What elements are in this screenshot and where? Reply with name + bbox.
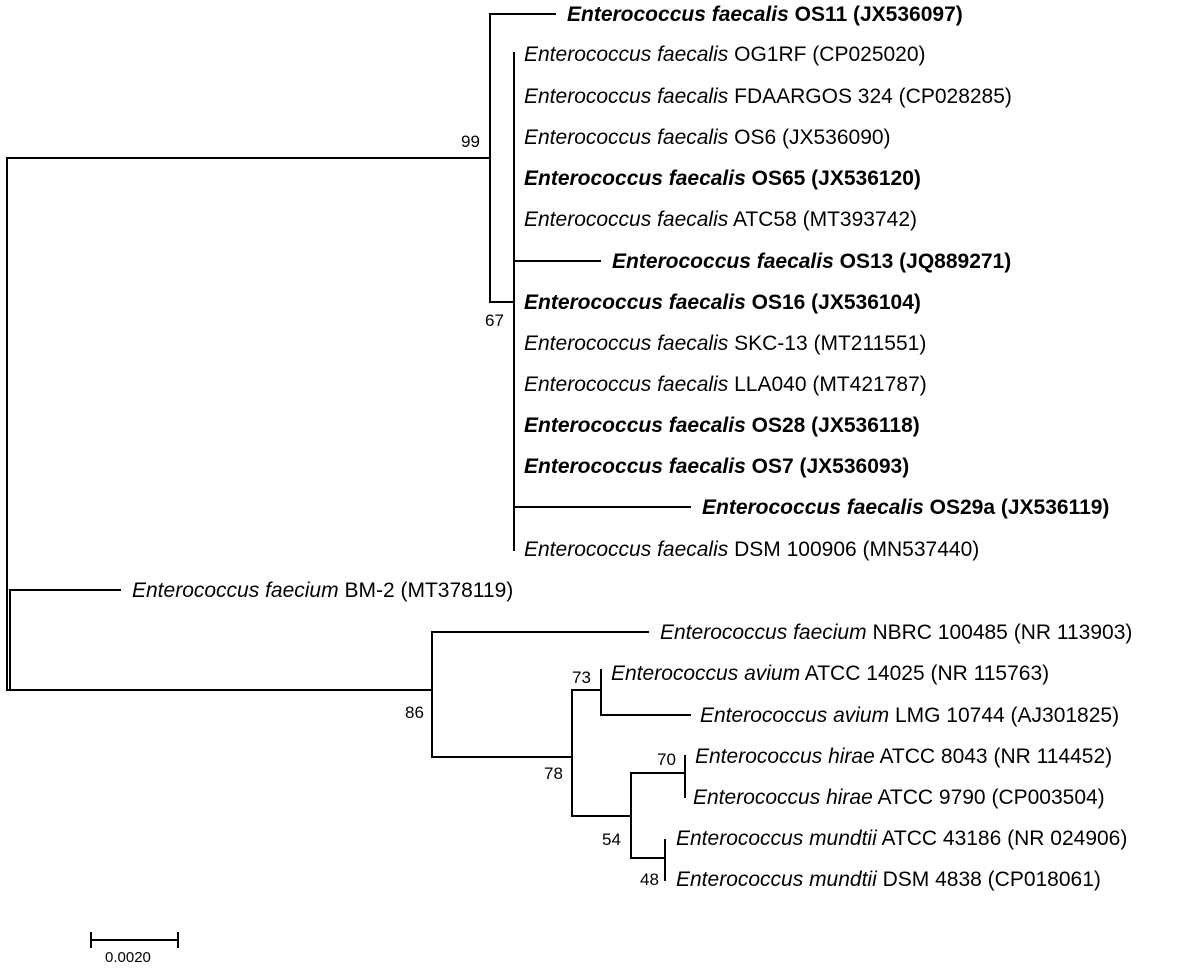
- bootstrap-value: 78: [544, 764, 563, 783]
- leaf-label: Enterococcus faecalis OS6 (JX536090): [524, 126, 891, 149]
- leaf-label: Enterococcus hirae ATCC 9790 (CP003504): [693, 786, 1105, 809]
- leaf-label: Enterococcus avium LMG 10744 (AJ301825): [700, 704, 1119, 727]
- bootstrap-value: 48: [640, 870, 659, 889]
- leaf-labels: Enterococcus faecalis OS11 (JX536097) En…: [132, 3, 1132, 891]
- leaf-label: Enterococcus faecalis OS16 (JX536104): [524, 291, 921, 314]
- bootstrap-value: 70: [657, 750, 676, 769]
- leaf-label: Enterococcus faecalis OS7 (JX536093): [524, 455, 909, 478]
- bootstrap-values: 99 67 86 78 73 70 54 48: [405, 132, 676, 889]
- leaf-label: Enterococcus faecalis FDAARGOS 324 (CP02…: [524, 85, 1012, 108]
- leaf-label: Enterococcus faecalis ATC58 (MT393742): [524, 208, 917, 231]
- leaf-label: Enterococcus faecium BM-2 (MT378119): [132, 579, 513, 602]
- scale-bar-label: 0.0020: [105, 949, 151, 966]
- bootstrap-value: 67: [485, 311, 504, 330]
- bootstrap-value: 99: [461, 132, 480, 151]
- leaf-label: Enterococcus faecalis SKC-13 (MT211551): [524, 332, 926, 355]
- leaf-label: Enterococcus faecalis OS11 (JX536097): [567, 3, 963, 26]
- leaf-label: Enterococcus mundtii ATCC 43186 (NR 0249…: [676, 827, 1127, 850]
- leaf-label: Enterococcus faecalis OS65 (JX536120): [524, 167, 921, 190]
- leaf-label: Enterococcus faecalis OG1RF (CP025020): [524, 43, 926, 66]
- leaf-label: Enterococcus faecalis OS28 (JX536118): [524, 414, 920, 437]
- tree-branches: [6, 13, 691, 948]
- leaf-label: Enterococcus faecalis LLA040 (MT421787): [524, 373, 927, 396]
- bootstrap-value: 73: [572, 668, 591, 687]
- bootstrap-value: 54: [602, 830, 621, 849]
- leaf-label: Enterococcus faecalis OS29a (JX536119): [702, 496, 1109, 519]
- leaf-label: Enterococcus faecalis OS13 (JQ889271): [612, 250, 1011, 273]
- leaf-label: Enterococcus faecalis DSM 100906 (MN5374…: [524, 538, 979, 561]
- leaf-label: Enterococcus mundtii DSM 4838 (CP018061): [676, 868, 1101, 891]
- leaf-label: Enterococcus faecium NBRC 100485 (NR 113…: [660, 621, 1132, 644]
- leaf-label: Enterococcus avium ATCC 14025 (NR 115763…: [611, 662, 1049, 685]
- bootstrap-value: 86: [405, 703, 424, 722]
- leaf-label: Enterococcus hirae ATCC 8043 (NR 114452): [695, 745, 1112, 768]
